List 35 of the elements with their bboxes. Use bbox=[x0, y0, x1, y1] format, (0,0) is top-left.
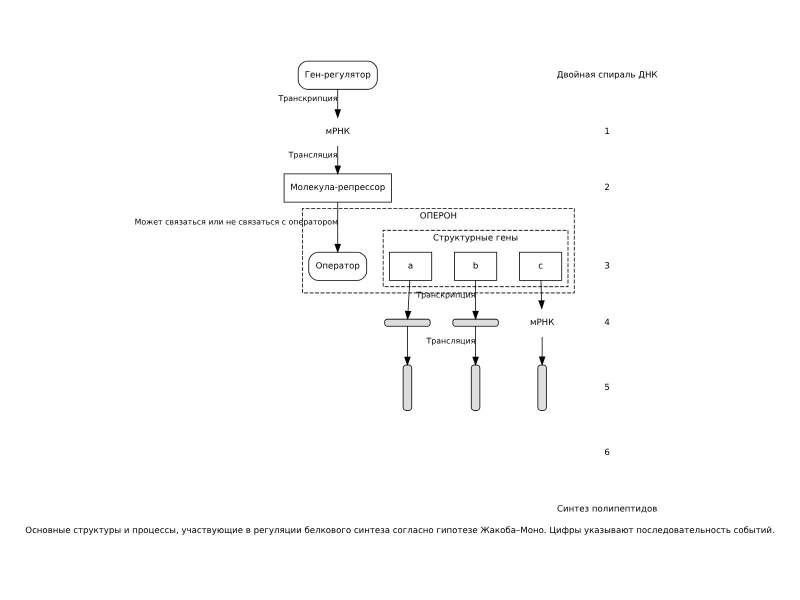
node-box: c bbox=[519, 252, 562, 281]
node-box: Ген-регулятор bbox=[298, 60, 378, 90]
node-box: b bbox=[454, 252, 498, 281]
arrow bbox=[538, 280, 545, 310]
node-text: мРНК bbox=[530, 318, 554, 328]
edge-label: Может связаться или не связаться с оператором bbox=[134, 218, 338, 227]
arrow bbox=[404, 326, 411, 366]
node-wave bbox=[452, 318, 499, 327]
arrow bbox=[404, 280, 412, 320]
node-chain bbox=[537, 364, 547, 411]
arrow bbox=[538, 336, 546, 366]
label: 1 bbox=[604, 126, 610, 137]
arrow bbox=[334, 89, 342, 119]
edge-label: Трансляция bbox=[426, 336, 476, 346]
node-chain bbox=[402, 364, 412, 411]
arrow bbox=[472, 326, 479, 366]
edge-label: Трансляция bbox=[288, 150, 338, 160]
label: 4 bbox=[604, 318, 610, 328]
node-box: a bbox=[389, 252, 432, 281]
node-wave bbox=[384, 318, 431, 327]
edge-label: Транскрипция bbox=[278, 94, 338, 104]
label: Синтез полипептидов bbox=[556, 504, 658, 514]
caption: Основные структуры и процессы, участвующие в регуляции белкового синтеза согласно гипотезе Жакоба–Моно. Цифры указывают последовательность событий. bbox=[25, 526, 775, 536]
arrow bbox=[334, 146, 342, 176]
node-chain bbox=[470, 364, 480, 411]
node-text: мРНК bbox=[326, 126, 350, 137]
label: Двойная спираль ДНК bbox=[556, 70, 658, 80]
arrow bbox=[334, 202, 342, 254]
arrow bbox=[472, 280, 479, 320]
label: 6 bbox=[604, 448, 610, 458]
node-box: Оператор bbox=[308, 252, 368, 281]
label: 3 bbox=[604, 262, 610, 272]
node-box: Молекула-репрессор bbox=[284, 174, 392, 202]
label: 2 bbox=[604, 183, 610, 194]
label: 5 bbox=[604, 382, 610, 393]
